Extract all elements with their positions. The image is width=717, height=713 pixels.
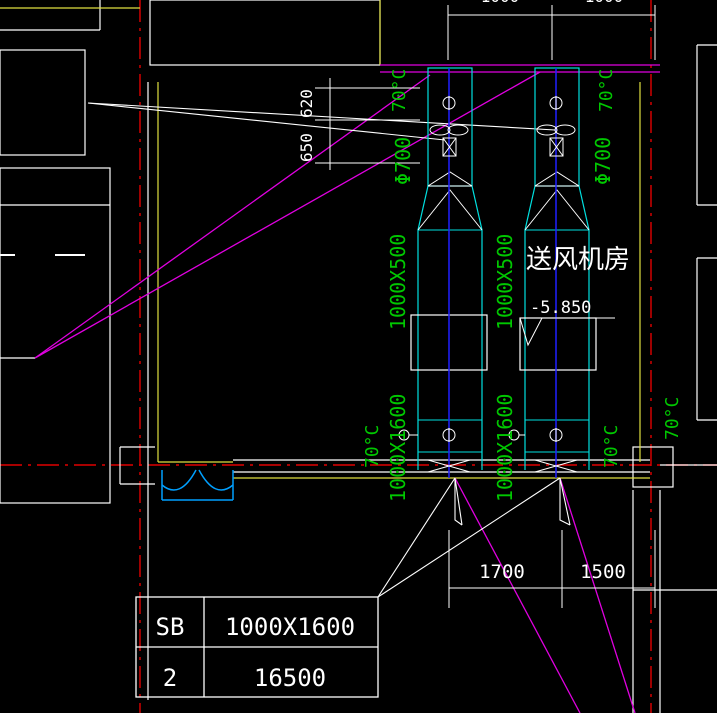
- dim-1500-text: 1500: [580, 561, 626, 583]
- summary-table: [135, 596, 379, 698]
- dim-1700-text: 1700: [479, 561, 525, 583]
- elevation-marker: [519, 317, 615, 347]
- left-temp-bottom-label: 70°C: [362, 425, 383, 468]
- right-temp-top-label: 70°C: [596, 69, 617, 112]
- dim-top-right-text: 1000: [585, 0, 624, 6]
- table-row-2-code: 2: [163, 664, 177, 692]
- dim-top-left-text: 1000: [481, 0, 520, 6]
- dimension-lines: [315, 5, 656, 608]
- dim-620-text: 620: [297, 89, 316, 118]
- right-duct-upper-label: 1000X500: [493, 234, 517, 330]
- right-diameter-label: Φ700: [591, 137, 615, 185]
- right-temp-bottom-label: 70°C: [601, 425, 622, 468]
- table-row-1-value: 1000X1600: [225, 613, 355, 641]
- table-row-1-code: SB: [156, 613, 185, 641]
- duct-labels: Φ700 Φ700 70°C 70°C 1000X500 1000X500 10…: [362, 69, 683, 502]
- table-texts: SB 1000X1600 2 16500: [156, 613, 355, 692]
- table-row-2-value: 16500: [254, 664, 326, 692]
- right-duct-lower-label: 1000X1600: [493, 394, 517, 502]
- room-name: 送风机房: [526, 245, 630, 275]
- far-right-temp-label: 70°C: [662, 397, 683, 440]
- left-diameter-label: Φ700: [391, 137, 415, 185]
- dim-650-text: 650: [297, 133, 316, 162]
- yellow-lines: [0, 0, 650, 479]
- magenta-lines: [34, 64, 660, 713]
- leader-lines: [87, 102, 571, 598]
- dimension-texts: 1000 1000 650 620 1700 1500 -5.850: [297, 0, 626, 583]
- left-duct: [398, 67, 488, 478]
- left-duct-upper-label: 1000X500: [386, 234, 410, 330]
- left-duct-lower-label: 1000X1600: [386, 394, 410, 502]
- right-duct: [508, 67, 597, 478]
- elevation-text: -5.850: [530, 298, 591, 318]
- left-temp-top-label: 70°C: [389, 69, 410, 112]
- door: [161, 469, 234, 501]
